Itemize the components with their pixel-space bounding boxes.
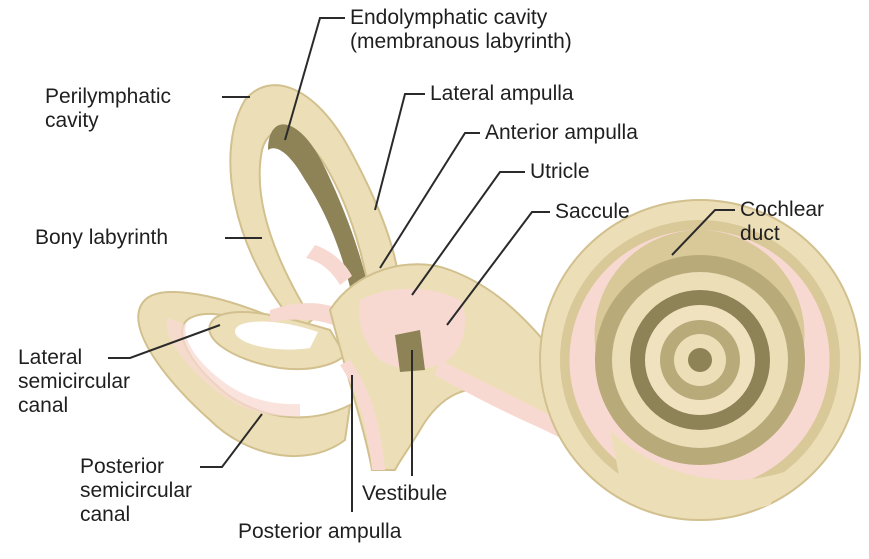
label-perilymphatic-cavity: Perilymphatic cavity: [45, 85, 171, 133]
label-utricle: Utricle: [530, 160, 590, 184]
label-cochlear-duct: Cochlear duct: [740, 198, 824, 246]
label-vestibule: Vestibule: [362, 482, 447, 506]
label-anterior-ampulla: Anterior ampulla: [485, 121, 638, 145]
label-lateral-semicircular-canal: Lateral semicircular canal: [18, 346, 130, 418]
label-bony-labyrinth: Bony labyrinth: [35, 226, 168, 250]
leader-anterior-ampulla: [380, 133, 480, 268]
label-lateral-ampulla: Lateral ampulla: [430, 82, 574, 106]
label-posterior-ampulla: Posterior ampulla: [238, 520, 401, 544]
cochlea: [540, 200, 860, 520]
leader-lateral-ampulla: [375, 94, 425, 210]
label-endolymphatic-cavity: Endolymphatic cavity (membranous labyrin…: [350, 6, 572, 54]
label-saccule: Saccule: [555, 200, 630, 224]
label-posterior-semicircular-canal: Posterior semicircular canal: [80, 455, 192, 527]
